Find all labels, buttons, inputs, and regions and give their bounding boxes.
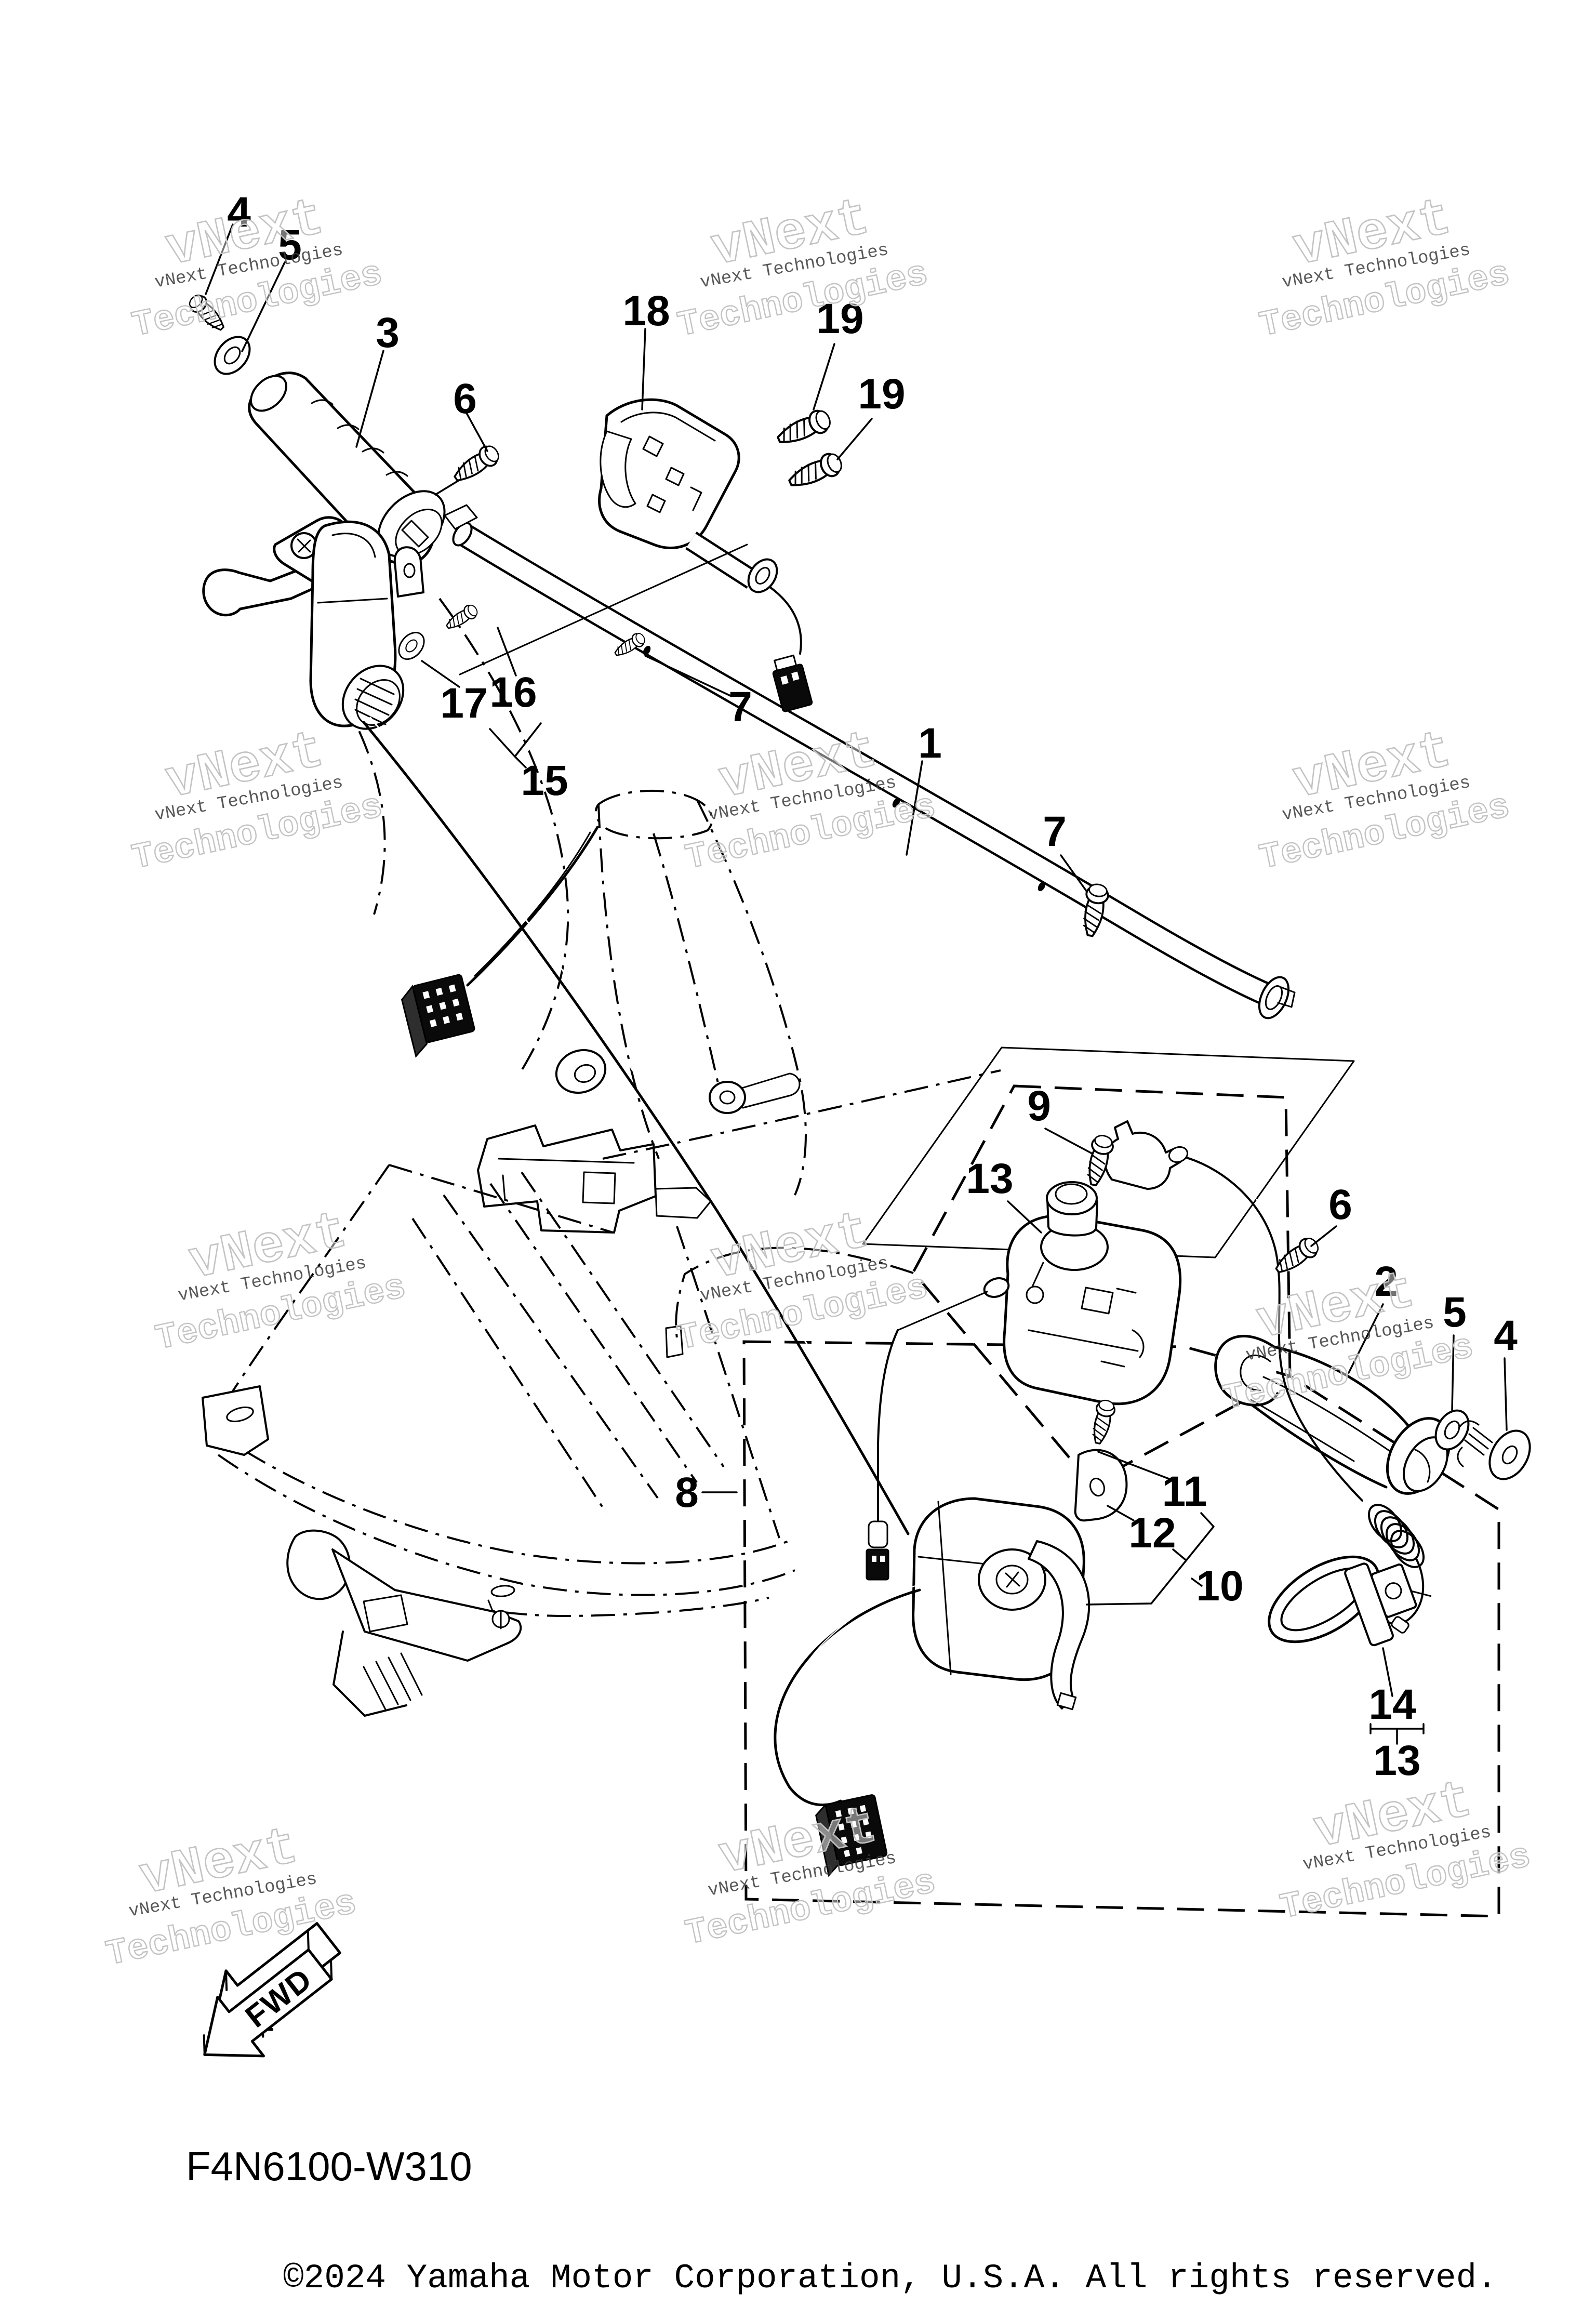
callout-7-left: 7 <box>728 683 752 731</box>
handlebar-switch-box <box>742 1340 1500 1918</box>
diagram-code: F4N6100-W310 <box>186 2143 472 2189</box>
callout-1: 1 <box>918 720 942 767</box>
fwd-arrow: FWD <box>203 1922 341 2058</box>
callout-4-right: 4 <box>1494 1312 1518 1359</box>
part-14-lanyard-clip <box>1268 1504 1432 1647</box>
callout-18: 18 <box>622 287 670 335</box>
part-11-screw <box>1088 1398 1118 1447</box>
callout-13-bottom: 13 <box>1373 1737 1420 1784</box>
callout-6-right: 6 <box>1328 1181 1352 1228</box>
callout-16: 16 <box>489 669 537 716</box>
callout-19-b: 19 <box>858 370 905 418</box>
callout-10: 10 <box>1196 1562 1243 1610</box>
callout-17: 17 <box>440 680 487 727</box>
part-16-screw <box>443 602 481 634</box>
part-15-lever-assembly <box>202 516 911 1535</box>
part-1-handlebar <box>444 504 1296 1019</box>
console-connector <box>401 974 475 1058</box>
switch-assembly-box <box>911 1084 1292 1486</box>
part-17-collar <box>393 627 430 665</box>
callout-12: 12 <box>1128 1509 1176 1557</box>
assembly-boxes <box>602 1046 1500 1918</box>
callout-9: 9 <box>1027 1082 1051 1130</box>
cover-connector <box>772 654 813 712</box>
callout-7-right: 7 <box>1043 808 1067 855</box>
leader-lines <box>205 223 1508 1745</box>
callout-11: 11 <box>1162 1468 1207 1515</box>
callout-14: 14 <box>1368 1681 1416 1728</box>
part-19-screw-a <box>773 406 835 452</box>
part-4-screw-right <box>1457 1420 1531 1480</box>
mount-plate-outline <box>862 1046 1355 1258</box>
part-6-screw-right <box>1270 1234 1323 1280</box>
copyright-line: ©2024 Yamaha Motor Corporation, U.S.A. A… <box>283 2259 1497 2298</box>
callout-15: 15 <box>521 757 568 804</box>
callout-13-mid: 13 <box>966 1155 1013 1202</box>
part-13-switch-assembly <box>866 1120 1363 1581</box>
callout-3: 3 <box>376 309 400 356</box>
callout-6-left: 6 <box>453 375 477 422</box>
part-19-screw-b <box>784 449 846 495</box>
part-18-cover <box>459 398 813 712</box>
callout-8: 8 <box>675 1469 699 1516</box>
part-3-left-grip <box>248 372 446 566</box>
